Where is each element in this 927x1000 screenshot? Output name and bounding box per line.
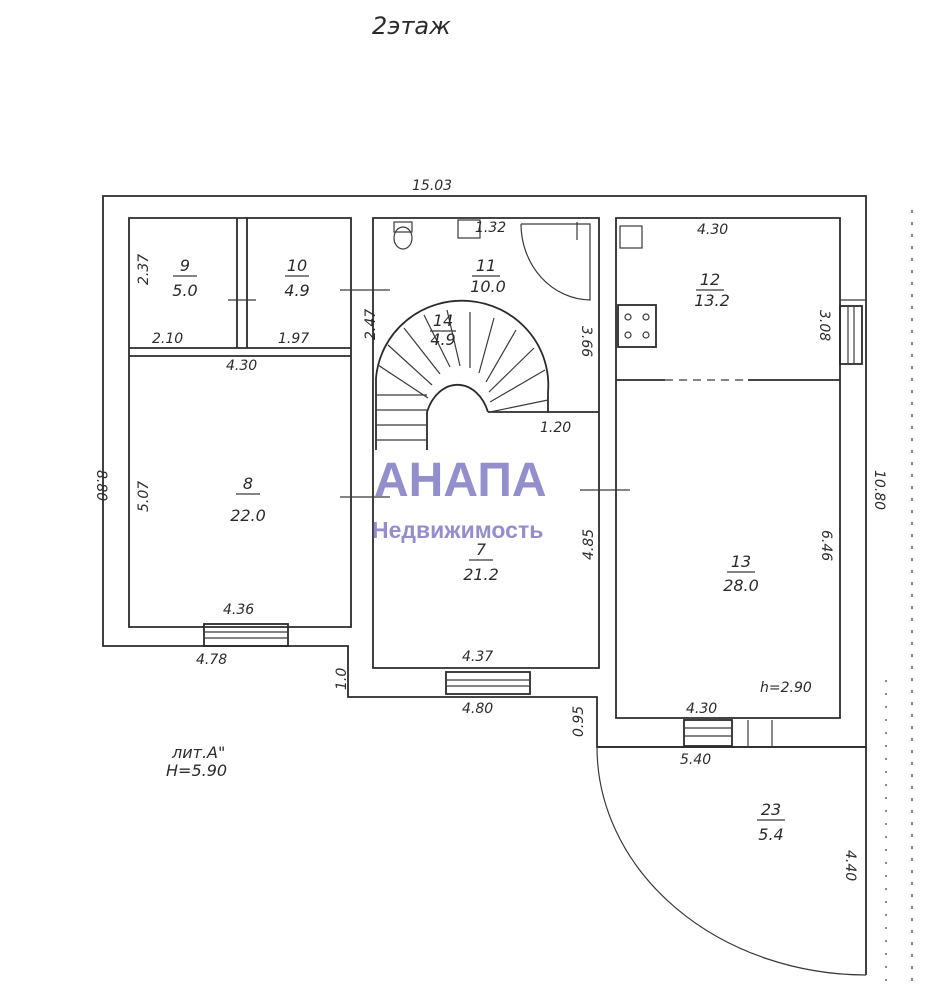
dim-r9-width: 2.10 [152,331,183,347]
room-label-12: 12 13.2 [694,270,730,310]
room-number: 13 [731,552,751,571]
interior-walls [129,218,840,498]
room-number: 12 [700,270,720,289]
floor-title: 2этаж [372,12,451,40]
room-number: 14 [433,311,453,330]
dim-r12-height: 3.08 [816,310,832,341]
dim-step-095: 0.95 [571,706,587,737]
dim-hall-width: 4.30 [226,358,257,374]
dim-step-1: 1.0 [334,668,350,690]
window-right [683,719,773,747]
room-area: 21.2 [463,565,499,584]
dim-r23-width: 5.40 [680,752,711,768]
building-label: лит.А" [171,743,225,762]
dim-stair-width: 1.20 [540,420,571,436]
dimensions: 15.03 8.80 10.80 2.37 2.10 1.97 1.32 2.4… [93,178,887,881]
room-number: 8 [243,474,253,493]
stove-icon [617,304,657,348]
toilet-icon [393,221,413,250]
dim-r11-height: 2.47 [363,309,379,340]
building-height: H=5.90 [166,761,227,780]
room-number: 11 [476,256,496,275]
room-label-13: 13 28.0 [723,552,759,595]
dim-r13-width: 4.30 [686,701,717,717]
room-label-14: 14 4.9 [430,311,456,349]
dim-r11-right: 3.66 [578,326,594,357]
dim-left-outer: 4.78 [196,652,227,668]
room-area: 4.9 [430,330,455,349]
room-area: 5.0 [172,281,197,300]
watermark: АНАПА Недвижимость [372,454,547,543]
dim-r7-height: 4.85 [581,529,597,560]
room-number: 10 [287,256,307,275]
room-area: 5.4 [758,825,783,844]
dim-overall-height-left: 8.80 [93,470,109,501]
room-area: 13.2 [694,291,730,310]
dim-r9-height: 2.37 [136,254,152,285]
room-area: 10.0 [470,277,506,296]
room-number: 7 [476,540,487,559]
dim-r7-width: 4.37 [462,649,493,665]
dim-r11-width: 1.32 [475,220,506,236]
room-label-8: 8 22.0 [230,474,266,525]
room-area: 4.9 [284,281,309,300]
room-area: 28.0 [723,576,759,595]
sink-icon [457,219,481,239]
dim-r13-height: 6.46 [818,530,834,561]
dim-r12-width: 4.30 [697,222,728,238]
room-label-11: 11 10.0 [470,256,506,296]
fixture-icon [619,225,643,249]
dim-overall-height-right: 10.80 [871,470,887,510]
room-number: 23 [761,800,781,819]
side-hatching [885,210,913,990]
dim-overall-width: 15.03 [412,178,452,194]
room-number: 9 [180,256,190,275]
terrace-23 [596,746,867,976]
door-swing [520,223,591,301]
dim-r10-width: 1.97 [278,331,309,347]
dim-ceiling-height: h=2.90 [760,680,812,696]
room-label-7: 7 21.2 [463,540,499,584]
window-east [839,305,863,365]
dim-bottom-mid: 4.80 [462,701,493,717]
dim-r8-width: 4.36 [223,602,254,618]
spiral-staircase [375,299,550,450]
room-label-23: 23 5.4 [757,800,785,844]
watermark-subtitle: Недвижимость [372,517,543,543]
building-annotation: лит.А" H=5.90 [166,743,227,780]
watermark-title: АНАПА [374,454,547,507]
room-area: 22.0 [230,506,266,525]
room-label-9: 9 5.0 [172,256,197,300]
window-left [203,623,289,647]
room-label-10: 10 4.9 [284,256,309,300]
window-middle [445,671,531,695]
dim-r23-height: 4.40 [842,850,858,881]
outer-walls [102,195,867,748]
dim-r8-height: 5.07 [136,481,152,512]
